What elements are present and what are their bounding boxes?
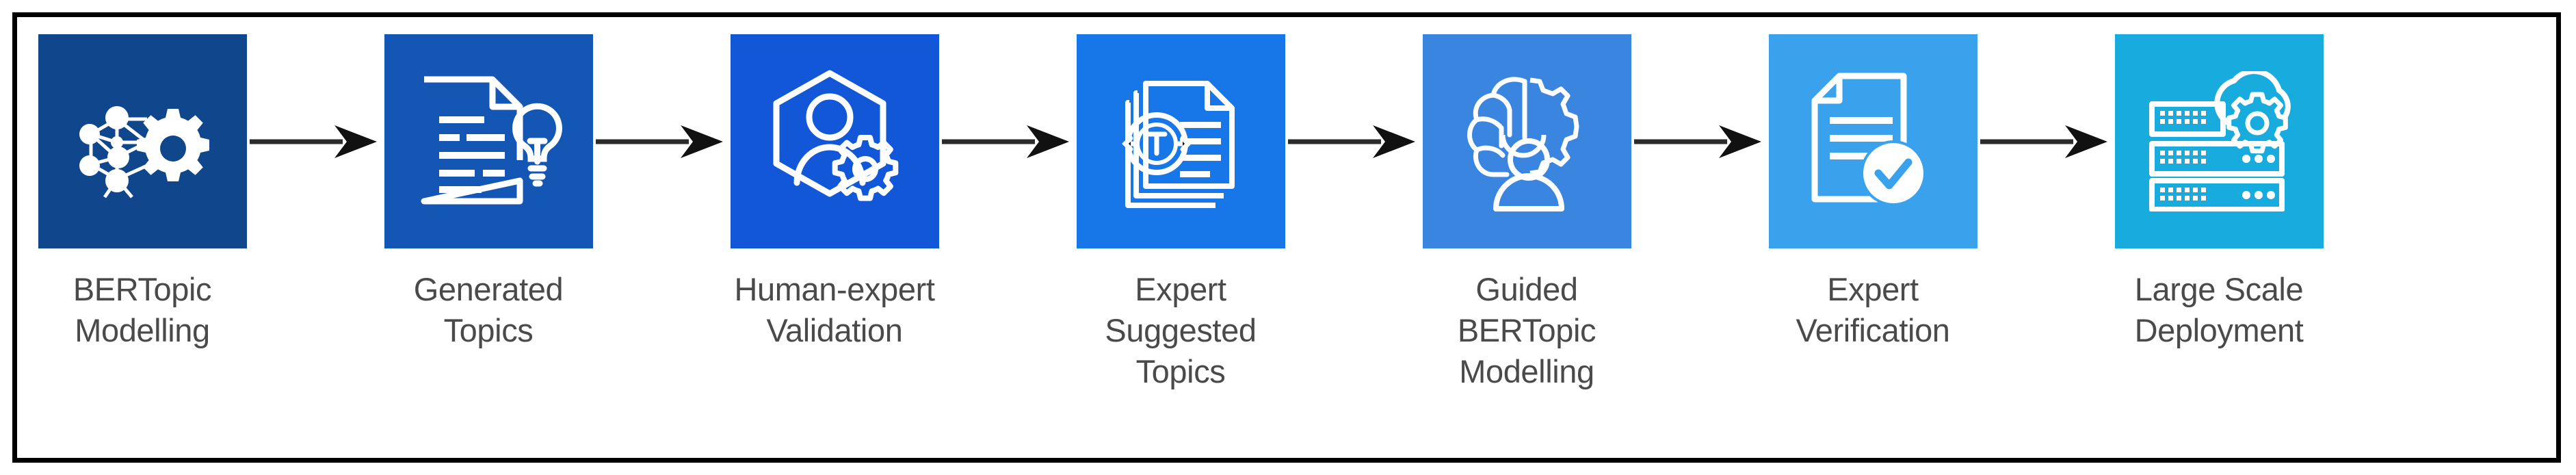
server-cloud-gear-icon [2142,71,2296,211]
document-check-circle-icon [1800,69,1947,214]
step-6-icon-tile[interactable] [1768,34,1977,248]
diagram-frame: BERTopic Modelling [12,12,2561,463]
document-lightbulb-icon [412,71,566,211]
step-4-icon-tile[interactable] [1076,34,1285,248]
process-flow-pipeline: BERTopic Modelling [17,17,2556,458]
neural-network-gear-icon [64,77,221,207]
step-3-label: Human-expert Validation [734,271,935,348]
process-step-2[interactable]: Generated Topics [384,17,593,351]
step-5-label: Guided BERTopic Modelling [1457,271,1596,389]
process-step-7[interactable]: Large Scale Deployment [2114,17,2324,351]
arrow-2-3 [593,34,730,248]
step-1-icon-tile[interactable] [38,34,247,248]
step-4-label: Expert Suggested Topics [1105,271,1257,389]
step-2-icon-tile[interactable] [384,34,593,248]
process-step-4[interactable]: Expert Suggested Topics [1076,17,1285,392]
step-6-label: Expert Verification [1796,271,1950,348]
arrow-3-4 [939,34,1076,248]
step-3-icon-tile[interactable] [730,34,939,248]
process-step-5[interactable]: Guided BERTopic Modelling [1422,17,1631,392]
step-7-icon-tile[interactable] [2114,34,2324,248]
brain-gear-person-icon [1454,69,1601,214]
step-5-icon-tile[interactable] [1422,34,1631,248]
process-step-1[interactable]: BERTopic Modelling [38,17,247,351]
documents-search-text-icon [1107,71,1254,211]
arrow-4-5 [1285,34,1422,248]
step-7-label: Large Scale Deployment [2134,271,2304,348]
step-1-label: BERTopic Modelling [73,271,212,348]
process-step-6[interactable]: Expert Verification [1768,17,1977,351]
step-2-label: Generated Topics [413,271,564,348]
process-step-3[interactable]: Human-expert Validation [730,17,939,351]
arrow-6-7 [1977,34,2114,248]
arrow-5-6 [1631,34,1768,248]
arrow-1-2 [247,34,384,248]
hexagon-person-gear-icon [761,69,908,214]
